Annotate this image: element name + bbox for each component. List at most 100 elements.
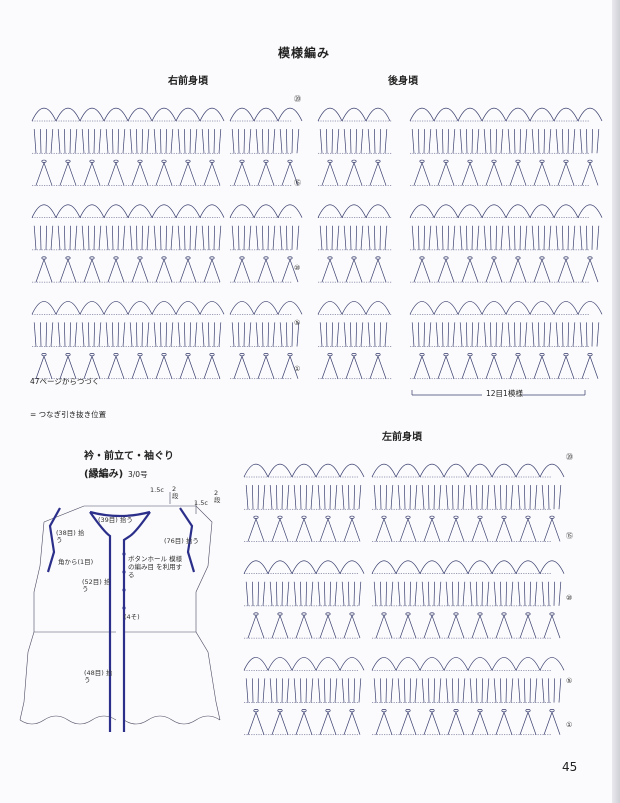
right-front-chart	[31, 92, 225, 382]
bk-b-fan-stitch	[500, 322, 504, 347]
bk-b-fan-stitch	[411, 225, 415, 250]
lf-b-arch-stitch	[395, 657, 421, 671]
rf-a-fan-stitch	[177, 129, 181, 154]
back-chart-left-svg	[317, 107, 392, 380]
page-edge-shadow	[612, 0, 620, 803]
lf-b-fan-stitch	[462, 485, 466, 510]
lf-a-fan-stitch	[293, 581, 297, 606]
bk-b-chain-stitch	[443, 256, 449, 260]
rf-b-fan-stitch	[286, 129, 288, 154]
bk-b-v-stitch	[509, 258, 527, 283]
rf-a-v-stitch	[107, 355, 125, 379]
lf-a-fan-stitch	[317, 485, 321, 510]
bk-b-arch-stitch	[433, 204, 459, 218]
bk-b-fan-stitch	[514, 129, 516, 154]
rf-a-arch-stitch	[103, 301, 129, 315]
bk-b-fan-stitch	[572, 322, 576, 347]
rf-b-chain-stitch	[263, 159, 269, 163]
left-front-chart-left-svg	[243, 463, 365, 736]
bk-b-chain-stitch	[491, 353, 497, 357]
bk-b-fan-stitch	[418, 322, 420, 347]
bk-b-chain-stitch	[419, 353, 425, 357]
lf-a-arch-stitch	[267, 560, 293, 574]
bk-b-fan-stitch	[452, 129, 456, 154]
lf-a-fan-stitch	[252, 678, 254, 703]
lf-b-chain-stitch	[525, 612, 531, 616]
front-band-left	[89, 511, 112, 732]
lf-b-chain-stitch	[501, 709, 507, 713]
bk-b-fan-stitch	[519, 322, 521, 347]
bk-b-arch-stitch	[529, 301, 555, 315]
lf-a-fan-stitch	[245, 485, 249, 510]
rf-a-fan-stitch	[112, 129, 114, 154]
lf-b-chain-stitch	[525, 709, 531, 713]
rf-a-v-stitch	[35, 258, 53, 283]
bk-b-fan-stitch	[483, 129, 487, 154]
back-label: 後身頃	[388, 76, 418, 87]
rf-b-fan-stitch	[296, 129, 300, 154]
bk-b-fan-stitch	[476, 129, 480, 154]
bk-b-fan-stitch	[579, 322, 583, 347]
lf-b-fan-stitch	[385, 581, 387, 606]
bk-a-chain-stitch	[327, 256, 333, 260]
bk-b-v-stitch	[509, 161, 527, 186]
lf-b-fan-stitch	[558, 581, 562, 606]
rf-a-fan-stitch	[194, 225, 198, 250]
bk-a-fan-stitch	[336, 129, 340, 154]
rf-b-fan-stitch	[238, 322, 240, 347]
lf-a-v-stitch	[271, 711, 289, 735]
repeat-note: 12目1模様	[486, 389, 523, 398]
lf-b-chain-stitch	[381, 612, 387, 616]
bk-b-fan-stitch	[567, 322, 569, 347]
rf-a-arch-stitch	[103, 107, 129, 122]
lf-a-chain-stitch	[301, 515, 307, 519]
bk-a-fan-stitch	[374, 225, 376, 250]
rf-a-fan-stitch	[64, 129, 66, 154]
bk-b-fan-stitch	[572, 225, 576, 250]
rf-b-fan-stitch	[231, 322, 235, 347]
bk-b-v-stitch	[413, 355, 431, 379]
lf-a-fan-stitch	[358, 581, 362, 606]
bk-b-chain-stitch	[443, 353, 449, 357]
rf-b-v-stitch	[257, 161, 275, 186]
lf-b-fan-stitch	[505, 485, 507, 510]
lf-b-fan-stitch	[414, 485, 418, 510]
rf-a-fan-stitch	[98, 129, 102, 154]
rf-a-fan-stitch	[69, 129, 71, 154]
lf-b-fan-stitch	[541, 485, 545, 510]
bk-b-fan-stitch	[459, 322, 463, 347]
bk-b-fan-stitch	[495, 322, 497, 347]
rf-a-chain-stitch	[209, 159, 215, 163]
rf-b-fan-stitch	[296, 225, 300, 250]
rf-b-v-stitch	[281, 161, 299, 186]
rf-b-fan-stitch	[238, 129, 240, 154]
label-shoulder-width-1: 1.5c	[150, 486, 164, 494]
bk-b-v-stitch	[533, 355, 551, 379]
lf-a-fan-stitch	[353, 581, 355, 606]
bk-b-v-stitch	[581, 258, 599, 283]
rf-b-v-stitch	[257, 355, 275, 379]
lf-b-fan-stitch	[409, 485, 411, 510]
row-marker-left-15: ⑮	[566, 532, 573, 540]
rf-b-arch-stitch	[277, 107, 303, 122]
rf-a-arch-stitch	[127, 107, 153, 122]
bk-b-fan-stitch	[428, 129, 432, 154]
rf-a-fan-stitch	[57, 322, 61, 347]
bk-b-fan-stitch	[476, 322, 480, 347]
bk-b-fan-stitch	[519, 129, 521, 154]
lf-a-fan-stitch	[348, 678, 350, 703]
lf-b-fan-stitch	[433, 485, 435, 510]
rf-a-fan-stitch	[129, 322, 133, 347]
lf-b-arch-stitch	[491, 560, 517, 574]
rf-a-fan-stitch	[129, 225, 133, 250]
lf-b-fan-stitch	[548, 678, 550, 703]
lf-a-arch-stitch	[291, 560, 317, 574]
lf-a-chain-stitch	[325, 515, 331, 519]
lf-b-chain-stitch	[477, 709, 483, 713]
lf-a-fan-stitch	[276, 485, 278, 510]
bk-b-arch-stitch	[505, 107, 531, 122]
rf-b-fan-stitch	[262, 225, 264, 250]
rf-b-chain-stitch	[239, 256, 245, 260]
bk-b-fan-stitch	[562, 225, 564, 250]
lf-b-fan-stitch	[534, 485, 538, 510]
